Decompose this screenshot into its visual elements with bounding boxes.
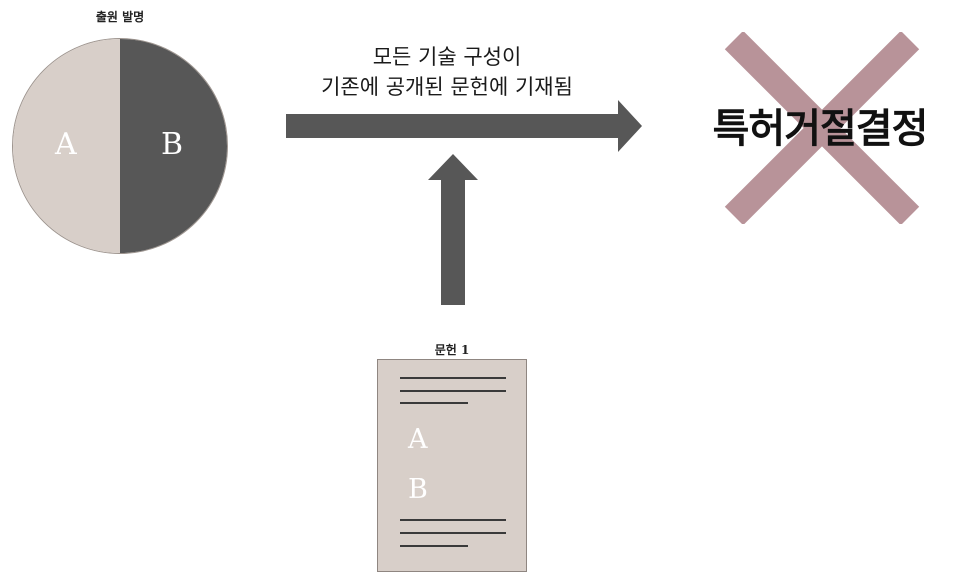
cross-icon — [724, 32, 920, 224]
doc-text-line — [400, 532, 506, 534]
reference-letter-b: B — [408, 474, 428, 505]
up-arrow-shape — [428, 154, 478, 305]
doc-text-line — [400, 545, 468, 547]
rejection-text: 특허거절결정 — [712, 106, 929, 152]
reference-label: 문헌 1 — [434, 343, 470, 357]
invention-label: 출원 발명 — [95, 10, 145, 24]
cross-stroke-2 — [724, 32, 920, 224]
invention-part-a — [13, 39, 120, 253]
invention-part-b — [120, 39, 227, 253]
right-arrow — [286, 100, 642, 152]
right-arrow-shape — [286, 100, 642, 152]
invention-circle: A B — [12, 38, 228, 254]
invention-letter-a: A — [55, 127, 77, 162]
reference-document: A B — [377, 359, 527, 572]
up-arrow — [428, 154, 478, 305]
doc-text-line — [400, 377, 506, 379]
rejection-decision: 특허거절결정 — [700, 30, 940, 225]
invention-letter-b: B — [161, 127, 184, 162]
doc-text-line — [400, 519, 506, 521]
flow-caption-line1: 모든 기술 구성이 — [372, 45, 522, 69]
doc-text-line — [400, 402, 468, 404]
flow-caption: 모든 기술 구성이 기존에 공개된 문헌에 기재됨 — [282, 42, 612, 102]
flow-caption-line2: 기존에 공개된 문헌에 기재됨 — [321, 75, 573, 99]
reference-letter-a: A — [408, 424, 428, 455]
doc-text-line — [400, 390, 506, 392]
